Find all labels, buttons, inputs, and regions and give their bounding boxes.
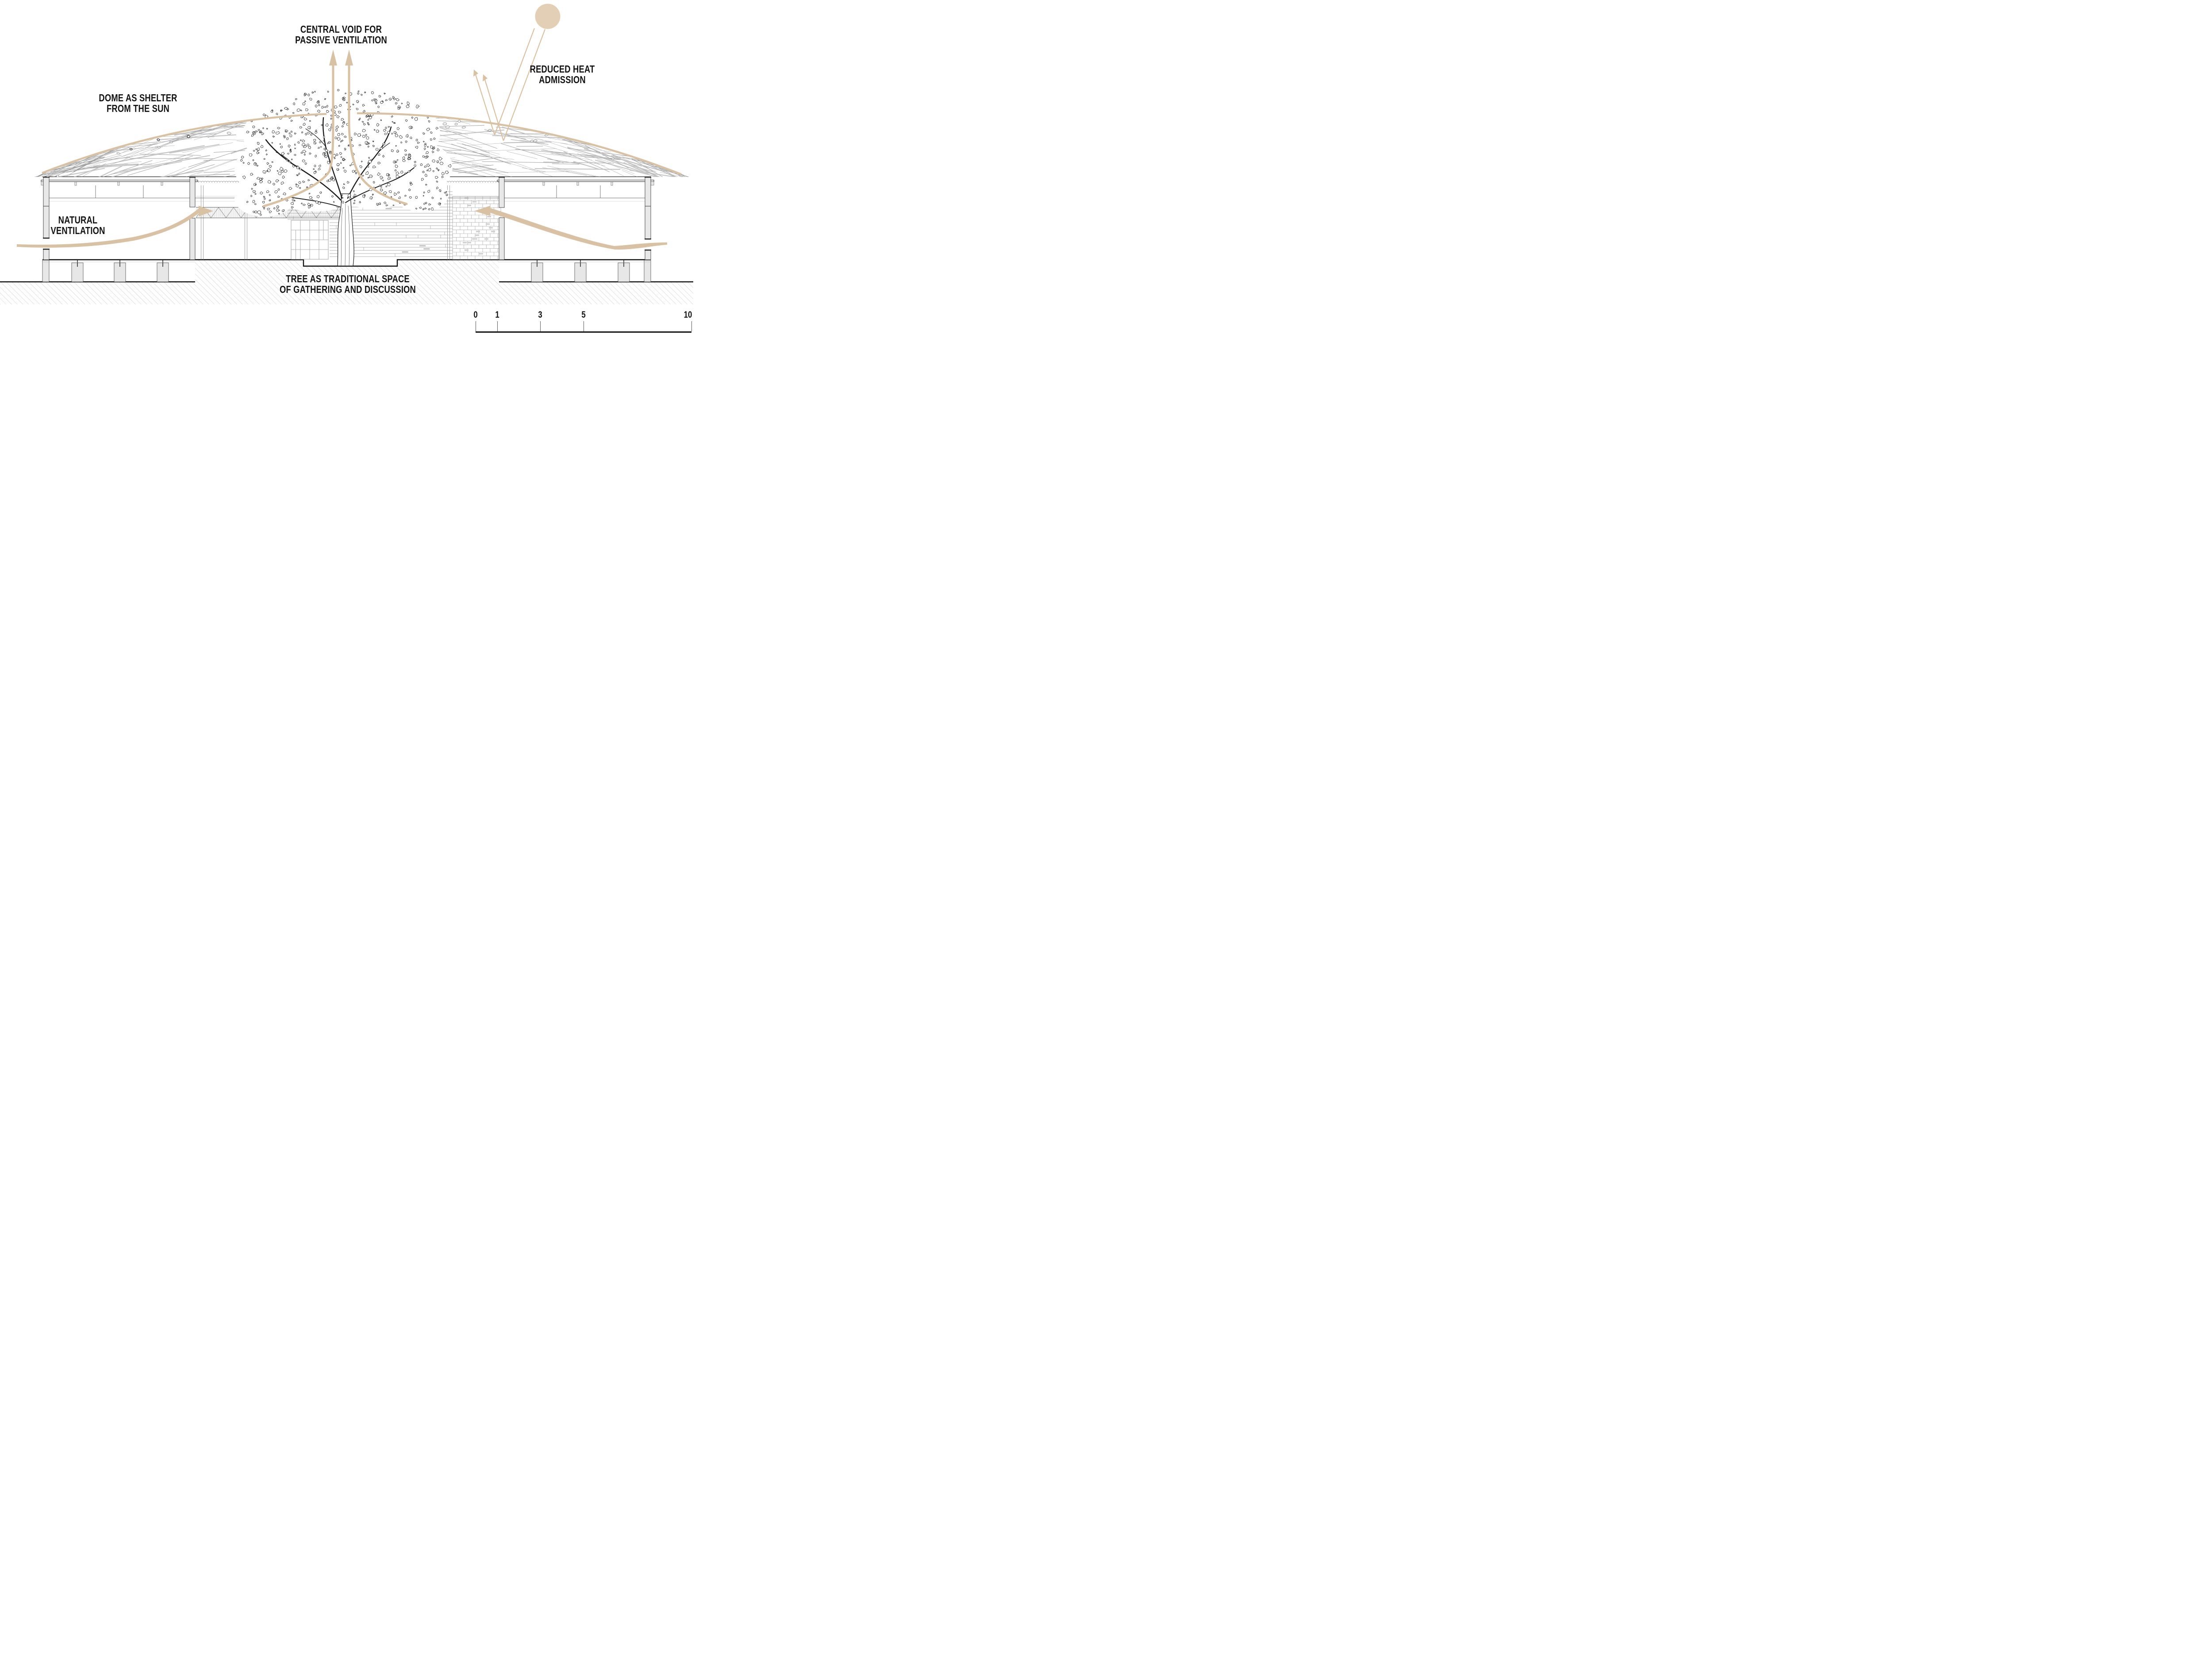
label-reduced-heat: REDUCED HEAT ADMISSION: [530, 64, 595, 85]
scale-tick-label: 10: [684, 310, 692, 320]
label-line: PASSIVE VENTILATION: [295, 34, 387, 46]
scale-tick: [540, 321, 541, 331]
label-natural-ventilation: NATURAL VENTILATION: [50, 215, 105, 236]
scale-tick-label: 3: [538, 310, 543, 320]
reflected-ray-arrowhead: [483, 74, 488, 81]
court-backdrop: [196, 185, 501, 260]
label-line: OF GATHERING AND DISCUSSION: [280, 284, 416, 295]
label-central-void: CENTRAL VOID FOR PASSIVE VENTILATION: [295, 24, 387, 45]
incident-sun-rays: [494, 28, 546, 141]
label-line: DOME AS SHELTER: [99, 92, 177, 104]
central-void-updraft-arrows: [262, 50, 408, 208]
pier-post-stubs: [77, 260, 624, 267]
label-tree-gathering: TREE AS TRADITIONAL SPACE OF GATHERING A…: [280, 273, 416, 295]
dome-edge-outline: [42, 112, 682, 176]
trunk-bark-lines: [341, 203, 350, 266]
right-ventilation-swoosh-arrow: [474, 206, 667, 250]
scale-baseline: [476, 331, 691, 333]
label-line: CENTRAL VOID FOR: [300, 23, 382, 35]
scale-tick-label: 5: [581, 310, 586, 320]
tree-canopy-foliage: [240, 89, 452, 216]
section-drawing: [0, 4, 693, 304]
tree-trunk: [337, 193, 354, 266]
ground-hatch: [0, 260, 693, 304]
clerestory-mullions: [95, 185, 601, 198]
reflected-ray-arrowhead: [473, 69, 478, 77]
label-line: FROM THE SUN: [107, 103, 169, 114]
reflected-sun-ray-arrows: [474, 71, 504, 141]
scale-tick-label: 1: [495, 310, 499, 320]
foundation-piers: [42, 260, 651, 282]
grid-screen-panel: [291, 220, 329, 260]
section-diagram: CENTRAL VOID FOR PASSIVE VENTILATION RED…: [0, 0, 693, 333]
label-line: VENTILATION: [50, 225, 105, 236]
label-line: REDUCED HEAT: [530, 63, 595, 75]
tree: [234, 86, 453, 266]
eaves-posts: [74, 181, 613, 186]
wall-caps: [43, 177, 651, 250]
left-ventilation-swoosh-arrow: [17, 206, 213, 248]
label-line: NATURAL: [58, 214, 98, 226]
label-line: TREE AS TRADITIONAL SPACE: [286, 273, 410, 284]
label-line: ADMISSION: [539, 74, 586, 85]
scale-tick-label: 0: [473, 310, 478, 320]
label-dome-shelter: DOME AS SHELTER FROM THE SUN: [99, 92, 177, 114]
scale-tick: [691, 321, 692, 331]
sun-and-rays: [473, 4, 561, 141]
scale-tick: [497, 321, 498, 331]
tree-branches: [265, 117, 415, 208]
sun-icon: [535, 4, 561, 29]
brick-lattice-panel: [452, 196, 501, 260]
section-walls: [43, 177, 651, 260]
